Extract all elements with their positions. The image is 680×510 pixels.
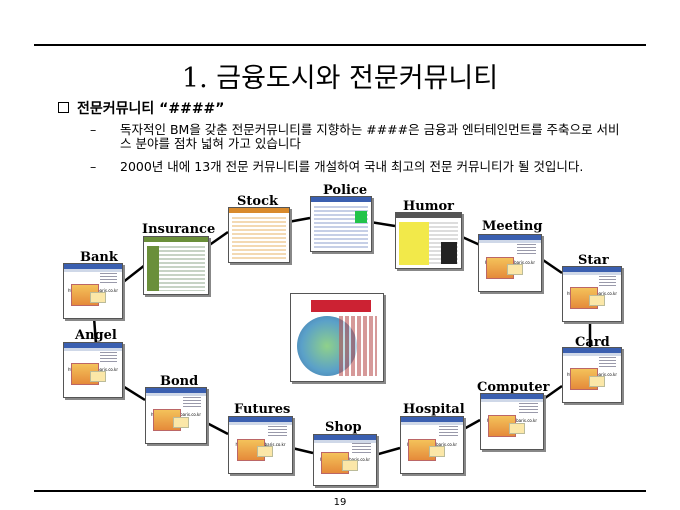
label-bank: Bank xyxy=(80,250,118,265)
link-insurance-stock xyxy=(207,230,229,248)
label-police: Police xyxy=(323,183,368,198)
link-futures-shop xyxy=(291,446,314,455)
thumbnail-humor xyxy=(395,212,462,269)
thumbnail-computer: http://angel.sabaris.co.kr xyxy=(480,393,544,450)
subbullet-2: – 2000년 내에 13개 전문 커뮤니티를 개설하여 국내 최고의 전문 커… xyxy=(90,160,630,174)
thumbnail-bond: http://angel.sabaris.co.kr xyxy=(145,387,207,444)
dash-marker: – xyxy=(90,122,97,137)
link-police-humor xyxy=(369,220,396,228)
link-bond-futures xyxy=(204,420,229,436)
label-angel: Angel xyxy=(75,328,117,343)
link-stock-police xyxy=(287,216,311,224)
label-humor: Humor xyxy=(403,199,455,214)
square-bullet-icon xyxy=(58,101,69,113)
label-stock: Stock xyxy=(237,194,278,209)
bottom-rule xyxy=(34,490,646,492)
label-insurance: Insurance xyxy=(142,222,216,237)
page-title: 1. 금융도시와 전문커뮤니티 xyxy=(181,63,499,94)
page-number: 19 xyxy=(333,497,347,508)
subbullet-text: 2000년 내에 13개 전문 커뮤니티를 개설하여 국내 최고의 전문 커뮤니… xyxy=(120,159,584,174)
label-computer: Computer xyxy=(477,380,550,395)
thumbnail-insurance xyxy=(143,236,209,295)
subbullet-text: 독자적인 BM을 갖춘 전문커뮤니티를 지향하는 ####은 금융과 엔터테인먼… xyxy=(120,122,620,151)
thumbnail-angel: http://angel.sabaris.co.kr xyxy=(63,342,123,398)
link-hospital-shop xyxy=(374,446,401,457)
thumbnail-shop: http://angel.sabaris.co.kr xyxy=(313,434,377,486)
thumbnail-stock xyxy=(228,207,290,263)
thumbnail-meeting: http://angel.sabaris.co.kr xyxy=(478,234,542,292)
thumbnail-card: http://angel.sabaris.co.kr xyxy=(562,347,622,403)
thumbnail-bank: http://angel.sabaris.co.kr xyxy=(63,263,123,319)
thumbnail-futures: http://angel.sabaris.co.kr xyxy=(228,416,293,474)
label-futures: Futures xyxy=(234,402,291,417)
link-card-computer xyxy=(544,384,563,400)
subbullet-1: – 독자적인 BM을 갖춘 전문커뮤니티를 지향하는 ####은 금융과 엔터테… xyxy=(90,123,630,151)
label-star: Star xyxy=(578,253,609,268)
label-bond: Bond xyxy=(160,374,199,389)
thumbnail-police xyxy=(310,196,372,252)
label-shop: Shop xyxy=(325,420,362,435)
main-bullet-text: 전문커뮤니티 “####” xyxy=(77,101,225,117)
link-humor-meeting xyxy=(459,234,481,247)
label-hospital: Hospital xyxy=(403,402,465,417)
dash-marker: – xyxy=(90,159,97,174)
link-bank-angel xyxy=(92,316,98,346)
label-card: Card xyxy=(575,335,610,350)
thumbnail-star: http://angel.sabaris.co.kr xyxy=(562,266,622,322)
thumbnail-hospital: http://angel.sabaris.co.kr xyxy=(400,416,464,474)
link-computer-hospital xyxy=(461,418,481,432)
top-rule xyxy=(34,44,646,46)
label-meeting: Meeting xyxy=(482,219,543,234)
main-bullet: 전문커뮤니티 “####” xyxy=(58,98,224,118)
center-homepage-thumbnail xyxy=(290,293,384,382)
link-meeting-star xyxy=(539,256,563,275)
